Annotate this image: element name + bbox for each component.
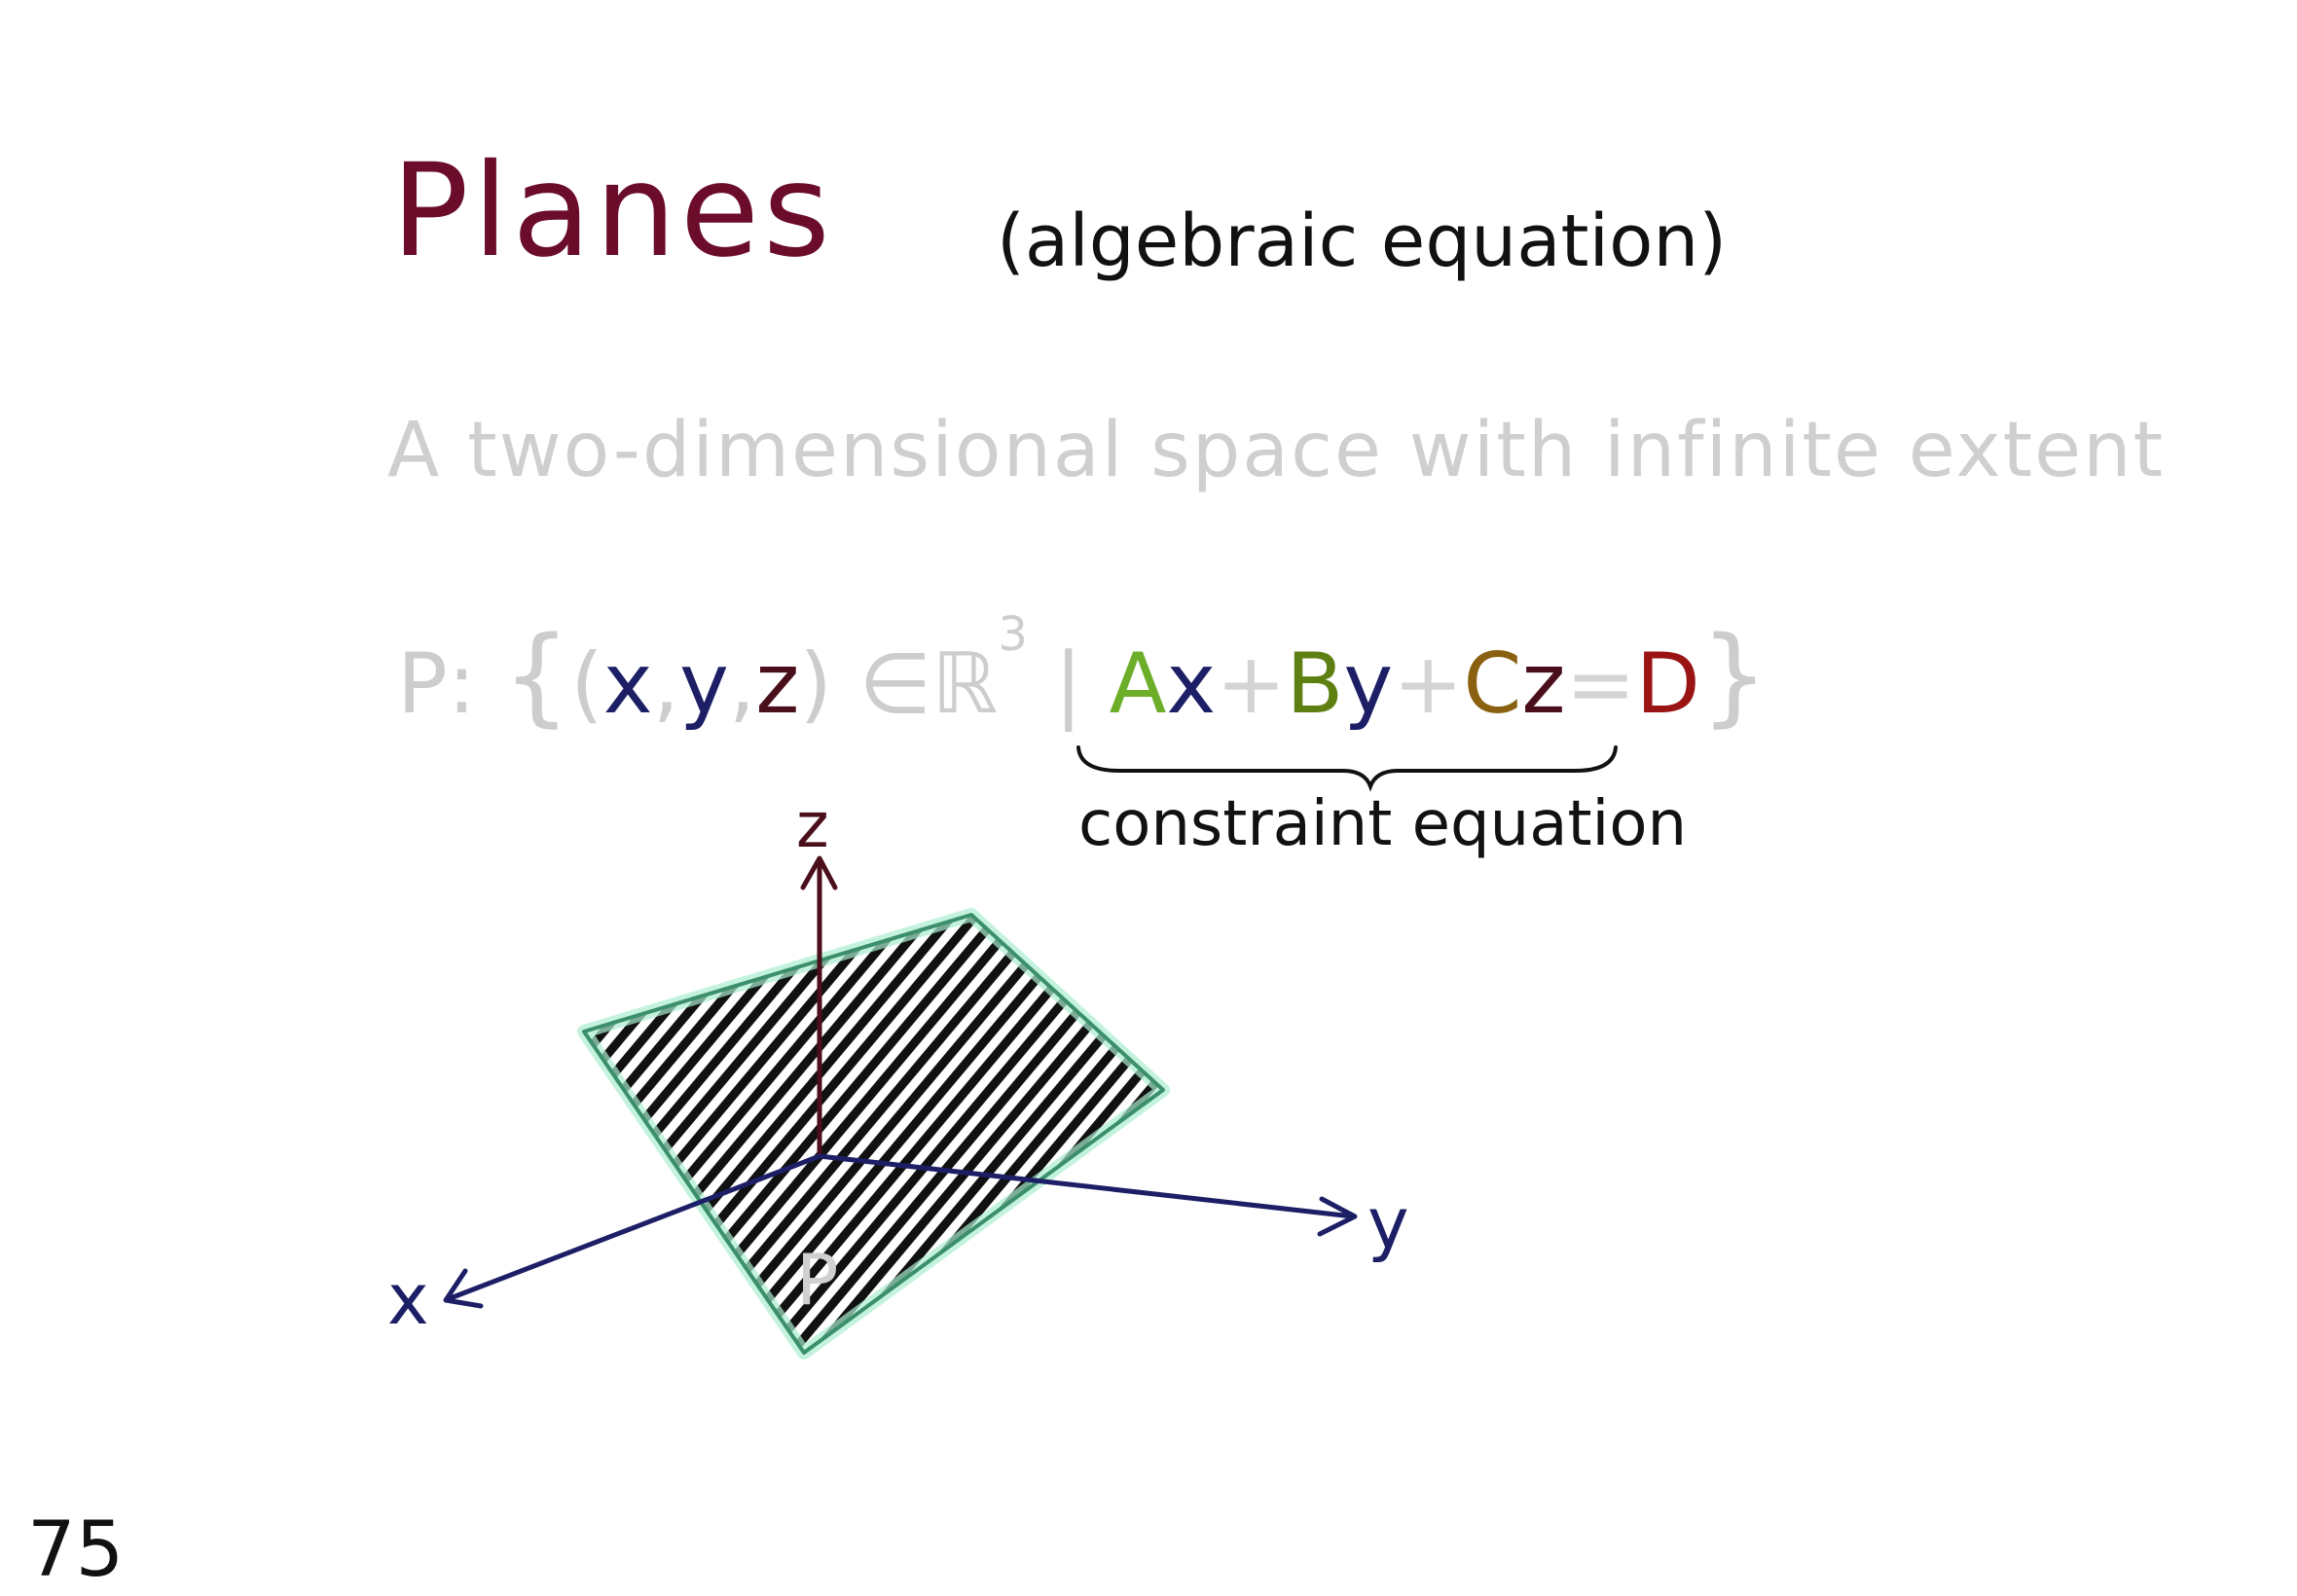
set-notation: P: {(x,y,z) ∈ℝ3 | Ax+By+Cz=D} [397,607,1768,738]
plus-1: + [1216,635,1287,733]
close-brace: } [1699,613,1768,738]
z-axis [800,855,838,1159]
constraint-equation-label: constraint equation [1078,788,1688,860]
superscript-3: 3 [998,607,1028,662]
equals-sign: = [1565,635,1636,733]
close-paren: ) [799,635,832,733]
coef-c: C [1463,635,1522,733]
reals-symbol: ℝ [931,635,999,733]
coef-b: B [1286,635,1344,733]
coef-d: D [1635,635,1700,733]
axis-z-label: z [796,790,829,862]
comma-1: , [652,635,679,733]
eq-var-x: x [1166,635,1217,733]
such-that-bar: | [1054,635,1083,733]
eq-var-y: y [1343,635,1394,733]
plane-label: P [796,1239,838,1321]
element-of-symbol: ∈ [858,635,932,733]
coef-a: A [1109,635,1167,733]
page-title: Planes [391,136,834,286]
set-var-y: y [679,635,729,733]
definition-text: A two-dimensional space with infinite ex… [387,407,2166,494]
open-paren: ( [570,635,603,733]
page-number: 75 [27,1506,125,1594]
plus-2: + [1393,635,1464,733]
underbrace [1076,745,1618,792]
axis-x-label: x [387,1258,429,1340]
set-var-x: x [602,635,653,733]
subtitle: (algebraic equation) [997,200,1728,283]
eq-var-z: z [1521,635,1566,733]
set-prefix: P: [397,635,476,733]
axis-y-label: y [1367,1182,1409,1264]
x-axis [443,1153,822,1309]
set-var-z: z [755,635,800,733]
comma-2: , [728,635,756,733]
plane-p [577,908,1170,1360]
open-brace: { [502,613,571,738]
y-axis [817,1153,1358,1237]
